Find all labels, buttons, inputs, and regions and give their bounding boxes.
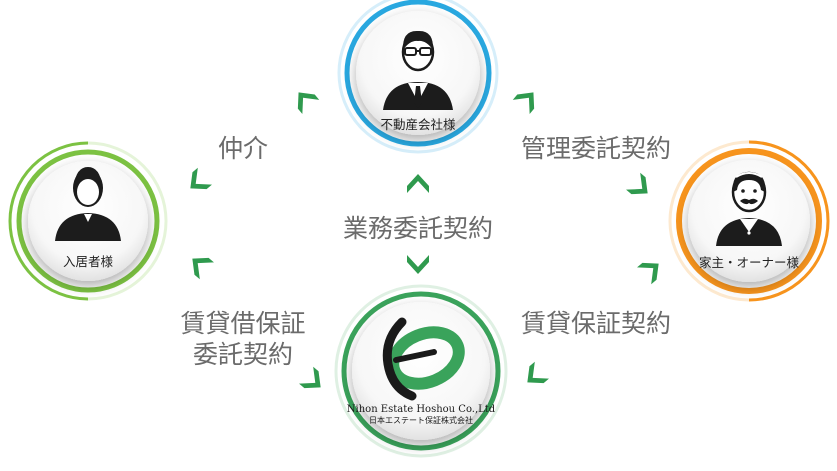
- guarantor-ring: [341, 291, 501, 451]
- tenant-caption: 入居者様: [63, 254, 114, 269]
- relation-label-brokerage: 仲介: [218, 134, 268, 163]
- owner-caption: 家主・オーナー様: [699, 255, 800, 270]
- relation-label-lease-guarantee-line2: 委託契約: [193, 340, 293, 369]
- businessman-icon: [383, 30, 453, 110]
- owner-ring: [676, 148, 822, 294]
- agency-node: 不動産会社様: [337, 0, 499, 154]
- arrow-icon: [626, 172, 655, 202]
- company-logo-icon: [382, 317, 465, 401]
- arrow-icon: [407, 255, 429, 274]
- arrow-icon: [512, 85, 542, 114]
- arrow-icon: [520, 361, 549, 391]
- arrow-icon: [637, 255, 666, 285]
- agency-ring: [344, 0, 492, 147]
- tenant-outer-ring: [87, 141, 168, 301]
- arrow-icon: [290, 85, 320, 114]
- relation-label-lease-guarantee-line1: 賃貸借保証: [180, 309, 305, 338]
- agency-caption: 不動産会社様: [380, 117, 456, 132]
- tenant-ring: [16, 149, 160, 293]
- arrow-icon: [407, 174, 429, 193]
- tenant-arc: [8, 141, 89, 301]
- relation-label-service-contract: 業務委託契約: [343, 214, 493, 243]
- arrow-icon: [185, 250, 214, 280]
- relation-label-rental-guarantee-contract: 賃貸保証契約: [521, 309, 671, 338]
- guarantor-logo-en: Nihon Estate Hoshou Co.,Ltd: [347, 404, 496, 415]
- owner-node: 家主・オーナー様: [668, 140, 830, 302]
- relation-label-management-contract: 管理委託契約: [521, 134, 671, 163]
- arrow-icon: [183, 167, 212, 197]
- owner-arc: [748, 140, 830, 302]
- guarantor-outer-ring: [334, 284, 508, 458]
- agency-outer-ring: [337, 0, 499, 154]
- guarantor-logo-jp: 日本エステート保証株式会社: [369, 415, 473, 425]
- tenant-node: 入居者様: [8, 141, 168, 301]
- elderly-man-icon: [716, 171, 782, 246]
- arrow-icon: [299, 366, 328, 396]
- person-icon: [55, 167, 121, 241]
- guarantor-node: Nihon Estate Hoshou Co.,Ltd 日本エステート保証株式会…: [334, 284, 508, 458]
